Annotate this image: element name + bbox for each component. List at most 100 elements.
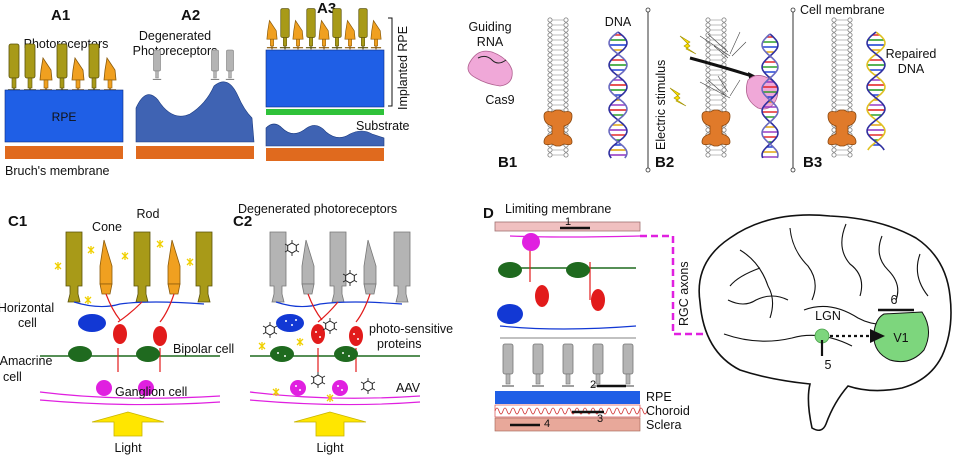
- d-horizontal-cell: [497, 304, 523, 324]
- c2-light-label: Light: [316, 441, 344, 455]
- v1-label: V1: [893, 331, 908, 345]
- marker-3: 3: [597, 413, 603, 425]
- lgn-label: LGN: [815, 309, 841, 323]
- guiding-rna-b1: [477, 55, 507, 64]
- repaired-line1: Repaired: [886, 47, 937, 61]
- panel-c: C1 Cone Rod: [0, 202, 453, 455]
- d-rpe-layer: [495, 391, 640, 404]
- panel-b2-label: B2: [655, 154, 674, 171]
- d-sclera-label: Sclera: [646, 418, 681, 432]
- brain-sulci: [723, 223, 929, 347]
- protein-b3: [827, 109, 857, 147]
- c2-bipolar-cell-1: [311, 324, 325, 344]
- guiding-line1: Guiding: [468, 20, 511, 34]
- d-sclera-layer: [494, 417, 641, 432]
- panel-a2-label: A2: [181, 7, 200, 24]
- panel-b: Guiding RNA Cas9 DNA B1 Electric stimulu…: [467, 3, 937, 173]
- d-bipolar-cell-2: [591, 289, 605, 311]
- a3-implanted-rpe: [265, 49, 385, 108]
- marker-6: 6: [891, 293, 898, 307]
- ganglion-cell-2: [138, 380, 154, 396]
- protein-b1: [543, 109, 573, 147]
- cell-membrane-label: Cell membrane: [800, 3, 885, 17]
- repaired-line2: DNA: [898, 62, 925, 76]
- panel-b3-label: B3: [803, 154, 822, 171]
- d-choroid-label: Choroid: [646, 404, 690, 418]
- d-bipolar-cell-1: [535, 285, 549, 307]
- degenerated-photoreceptors-label: Degenerated photoreceptors: [238, 202, 397, 216]
- degenerated-line1: Degenerated: [139, 29, 211, 43]
- marker-5: 5: [825, 358, 832, 372]
- membrane-pores: [699, 31, 747, 99]
- d-amacrine-cell-2: [566, 262, 590, 278]
- implanted-rpe-bracket: [388, 17, 393, 107]
- amacrine-cell-2: [136, 346, 160, 362]
- lightning-icon-top: [679, 35, 697, 55]
- panel-a1-label: A1: [51, 7, 70, 24]
- dna-b2: [761, 33, 779, 159]
- rod-label: Rod: [137, 207, 160, 221]
- rgc-axons-label: RGC axons: [677, 261, 691, 326]
- a3-degenerated-rpe: [265, 123, 385, 147]
- d-gray-photoreceptors: [501, 343, 635, 387]
- panel-b1-label: B1: [498, 154, 517, 171]
- limiting-membrane: [494, 221, 641, 232]
- horizontal-cell: [78, 314, 106, 332]
- bipolar-label: Bipolar cell: [173, 342, 234, 356]
- c2-gray-photoreceptors: [269, 231, 411, 303]
- c2-amacrine-cell-2: [334, 346, 358, 362]
- a1-rpe-layer: [4, 89, 124, 143]
- aav-label: AAV: [396, 381, 421, 395]
- electric-stimulus-label: Electric stimulus: [654, 60, 668, 150]
- horizontal-line1: Horizontal: [0, 301, 54, 315]
- a2-degenerated-rpe: [135, 81, 255, 143]
- c2-light-arrow-icon: [293, 411, 367, 437]
- marker-2: 2: [590, 379, 596, 391]
- protein-b2: [701, 109, 731, 147]
- bipolar-cell-1: [113, 324, 127, 344]
- a2-bruch-membrane: [136, 146, 254, 159]
- d-ganglion-cell: [522, 233, 540, 251]
- a1-rpe-label: RPE: [52, 110, 77, 124]
- a1-bruch-membrane: [5, 146, 123, 159]
- bipolar-cell-2: [153, 326, 167, 346]
- marker-1: 1: [565, 216, 571, 228]
- amacrine-line1: Amacrine: [0, 354, 52, 368]
- c1-light-arrow-icon: [91, 411, 165, 437]
- c1-photoreceptors: [65, 231, 213, 303]
- panel-a: A1 Photoreceptors RPE Bruch's membrane A…: [4, 0, 410, 178]
- implanted-rpe-label: Implanted RPE: [396, 26, 410, 110]
- c2-horizontal-cell: [276, 314, 304, 332]
- repaired-dna: [866, 31, 886, 151]
- brain-outline: [698, 214, 952, 432]
- ganglion-cell-1: [96, 380, 112, 396]
- a3-substrate: [266, 109, 384, 115]
- substrate-label: Substrate: [356, 119, 410, 133]
- amacrine-line2: cell: [3, 370, 22, 384]
- dna-b1: [608, 31, 628, 159]
- photosensitive-line2: proteins: [377, 337, 421, 351]
- cas9-label: Cas9: [485, 93, 514, 107]
- cas9-b1: [467, 50, 513, 87]
- c1-light-label: Light: [114, 441, 142, 455]
- c2-bipolar-cell-2: [349, 326, 363, 346]
- degenerated-line2: Photoreceptors: [133, 44, 218, 58]
- panel-d: D Limiting membrane 1 2 RPE Chor: [483, 202, 952, 432]
- horizontal-line2: cell: [18, 316, 37, 330]
- guiding-line2: RNA: [477, 35, 504, 49]
- d-choroid-layer: [494, 404, 648, 418]
- panel-c2-label: C2: [233, 213, 252, 230]
- panel-a3-label: A3: [317, 0, 336, 17]
- ganglion-label: Ganglion cell: [115, 385, 187, 399]
- cone-label: Cone: [92, 220, 122, 234]
- b-separator-2-bottom: [790, 167, 796, 173]
- a3-bruch-membrane: [266, 148, 384, 161]
- optic-radiation-arrow-icon: [870, 329, 885, 343]
- bruch-label: Bruch's membrane: [5, 164, 110, 178]
- b-separator-2-top: [790, 7, 796, 13]
- panel-d-label: D: [483, 205, 494, 222]
- limiting-membrane-label: Limiting membrane: [505, 202, 611, 216]
- c2-ganglion-cell-1: [290, 380, 306, 396]
- d-amacrine-cell-1: [498, 262, 522, 278]
